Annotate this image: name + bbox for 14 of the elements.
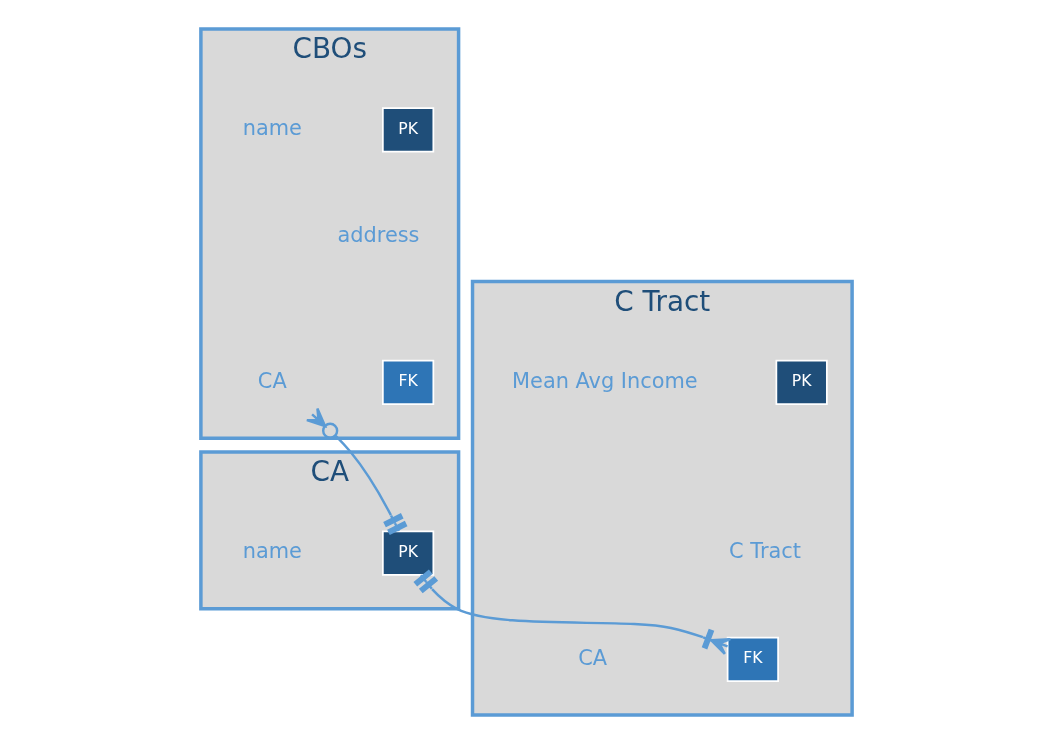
node-text: CA — [257, 368, 287, 393]
connector — [413, 569, 732, 656]
node-box: PK — [382, 530, 435, 576]
node-text: address — [337, 222, 420, 247]
connector — [305, 407, 408, 536]
node-text: CA — [578, 645, 608, 670]
node-text: name — [242, 539, 302, 564]
node-box: FK — [382, 359, 435, 406]
node-text: Mean Avg Income — [512, 368, 698, 393]
node-text: name — [242, 116, 302, 141]
node-box: PK — [775, 359, 828, 406]
node-box: PK — [382, 107, 435, 153]
node-box: FK — [726, 636, 779, 682]
node-text: C Tract — [729, 539, 802, 564]
